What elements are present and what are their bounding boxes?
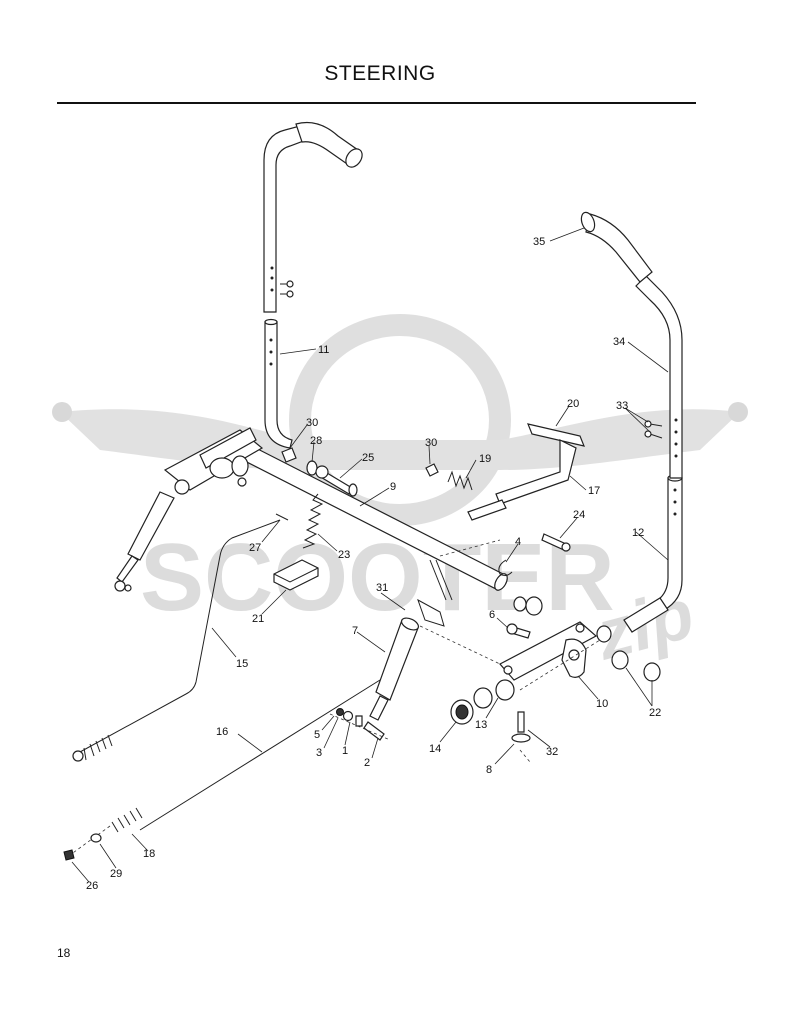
leader-lines	[71, 227, 669, 883]
callout-30-left: 30	[306, 417, 318, 429]
callout-6: 6	[489, 609, 495, 621]
left-damper	[114, 491, 175, 592]
bushings	[450, 596, 661, 725]
left-pivot-bushing	[174, 479, 190, 495]
mount-bracket-21	[273, 559, 319, 591]
callout-31: 31	[376, 582, 388, 594]
callout-35: 35	[533, 236, 545, 248]
damper-7-body	[375, 619, 419, 701]
watermark-left-dot	[52, 402, 72, 422]
bushing-22c	[643, 662, 661, 682]
watermark-right-dot	[728, 402, 748, 422]
callout-29: 29	[110, 868, 122, 880]
washer-3	[342, 710, 354, 722]
callout-32: 32	[546, 746, 558, 758]
bushing-22a	[596, 625, 612, 643]
watermark-wings	[60, 409, 740, 470]
right-lever-sleeve	[623, 597, 669, 633]
rod-16-spring	[111, 807, 143, 833]
damper-hardware	[336, 708, 385, 741]
callout-20: 20	[567, 398, 579, 410]
washer-29	[90, 833, 102, 843]
nut-5	[336, 708, 344, 716]
link-31	[417, 598, 445, 627]
left-lever-upper	[263, 121, 363, 313]
slotted-plate	[467, 499, 507, 521]
title-rule	[57, 102, 696, 104]
right-arm-assembly	[425, 423, 585, 521]
right-grip-35	[585, 213, 653, 283]
left-damper-body	[127, 491, 175, 561]
callout-21: 21	[252, 613, 264, 625]
callout-25: 25	[362, 452, 374, 464]
control-rod-16	[63, 679, 381, 861]
right-lever	[580, 211, 683, 633]
callout-12: 12	[632, 527, 644, 539]
callout-17: 17	[588, 485, 600, 497]
misc-hardware	[498, 533, 571, 743]
watermark-emblem	[289, 314, 511, 526]
alignment-lines	[329, 539, 601, 763]
callout-26: 26	[86, 880, 98, 892]
callout-34: 34	[613, 336, 625, 348]
return-spring-23	[302, 493, 324, 549]
stud-32	[517, 711, 525, 733]
callout-28: 28	[310, 435, 322, 447]
nut-30-right	[425, 463, 439, 477]
callout-9: 9	[390, 481, 396, 493]
spacer-1	[355, 715, 363, 727]
callout-23: 23	[338, 549, 350, 561]
bolt-2	[363, 721, 385, 741]
callout-30-right: 30	[425, 437, 437, 449]
damper-7	[369, 559, 453, 721]
page-title: STEERING	[324, 62, 436, 85]
callout-1: 1	[342, 745, 348, 757]
callout-13: 13	[475, 719, 487, 731]
nut-30-left	[281, 447, 297, 463]
rod-15-spring	[83, 734, 113, 761]
arm-20	[527, 423, 585, 447]
callout-33: 33	[616, 400, 628, 412]
callout-2: 2	[364, 757, 370, 769]
callout-22: 22	[649, 707, 661, 719]
bushing-22b	[611, 650, 629, 670]
callout-4: 4	[515, 536, 521, 548]
left-damper-eye	[114, 580, 126, 592]
callout-19: 19	[479, 453, 491, 465]
bushing-shaft-end	[525, 596, 543, 616]
callout-11: 11	[318, 344, 329, 356]
bushing-13	[495, 679, 515, 701]
callout-15: 15	[236, 658, 248, 670]
page-number: 18	[57, 946, 71, 960]
right-pivot-bracket	[499, 621, 598, 681]
callout-3: 3	[316, 747, 322, 759]
callout-14: 14	[429, 743, 441, 755]
clip-4	[498, 559, 513, 577]
pivot-base-8	[511, 733, 531, 743]
callout-10: 10	[596, 698, 608, 710]
right-pivot-assembly	[499, 621, 598, 681]
left-lower-tube	[264, 321, 293, 449]
callout-5: 5	[314, 729, 320, 741]
callout-24: 24	[573, 509, 585, 521]
nut-26	[63, 849, 75, 861]
left-lever-lower	[264, 318, 293, 449]
callout-27: 27	[249, 542, 261, 554]
callout-8: 8	[486, 764, 492, 776]
left-pivot-assembly	[163, 427, 264, 495]
link-rod-15	[72, 513, 289, 762]
left-grip-end-cap	[345, 148, 363, 168]
callout-labels: 11 30 28 25 9 30 19 20 17 24 4 12 27 23 …	[86, 236, 661, 892]
shaft-hardware	[281, 447, 358, 497]
callout-7: 7	[352, 625, 358, 637]
left-pivot-hub	[209, 457, 235, 479]
callout-16: 16	[216, 726, 228, 738]
rod-15-nut	[72, 750, 84, 762]
callout-18: 18	[143, 848, 155, 860]
bolts-33	[649, 423, 663, 439]
spring-19	[447, 470, 473, 491]
